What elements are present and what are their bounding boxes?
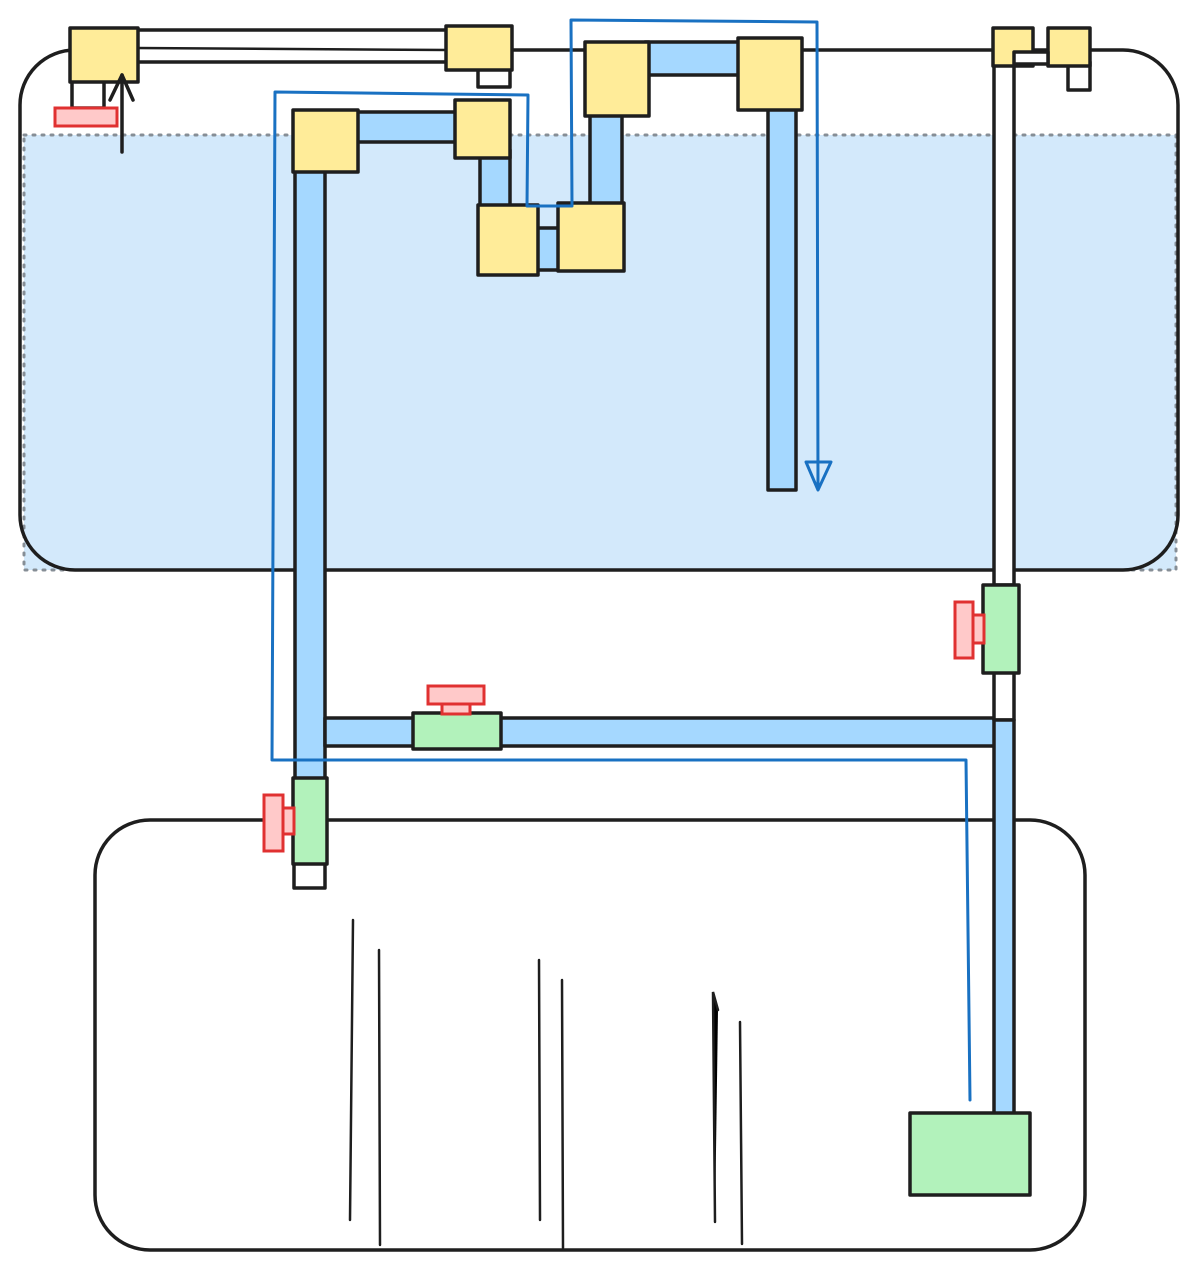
arrow-down-icon <box>804 460 833 492</box>
intake-fitting-left <box>68 26 140 84</box>
return-valve-handle[interactable] <box>953 600 975 660</box>
drain-valve-body[interactable] <box>291 776 329 866</box>
elbow-siphon-left-bottom <box>476 203 540 277</box>
manifold-valve-body[interactable] <box>411 711 503 751</box>
flow-line-main <box>270 18 972 1102</box>
sump-baffle-1 <box>348 918 355 1222</box>
elbow-siphon-right-bottom <box>556 201 626 273</box>
pump-icon[interactable] <box>908 1111 1032 1197</box>
drain-pipe-vertical <box>293 168 327 782</box>
manifold-valve-handle[interactable] <box>426 684 486 706</box>
sump-baffle-3 <box>537 958 542 1222</box>
intake-pipe-down <box>70 78 106 110</box>
elbow-outlet <box>736 36 804 112</box>
siphon-pipe-outlet <box>766 103 798 492</box>
intake-fitting-right <box>444 24 514 72</box>
sump-tank-outline <box>93 818 1087 1252</box>
siphon-pipe-top <box>643 40 747 77</box>
return-line <box>991 26 1092 1117</box>
return-fitting-right <box>1046 26 1092 68</box>
return-pipe-lower <box>992 718 1016 1117</box>
siphon-fittings <box>291 36 804 277</box>
sump-baffle-6 <box>738 1020 744 1246</box>
elbow-drain-top <box>291 108 360 174</box>
return-pipe-top <box>992 53 1016 587</box>
elbow-siphon-right-top <box>583 40 651 118</box>
drain-valve-handle[interactable] <box>262 793 285 853</box>
sump-baffle-5 <box>711 991 720 1224</box>
flow-path <box>270 18 972 1102</box>
valve-icon[interactable] <box>411 684 503 751</box>
elbow-siphon-left-top <box>453 98 512 160</box>
sump-baffle-2 <box>377 948 382 1247</box>
return-pipe-cross <box>1012 50 1050 66</box>
return-pipe-mid <box>992 670 1016 722</box>
intake-pipe-top <box>134 28 450 64</box>
intake-strainer <box>53 106 119 128</box>
intake-pipe-inner <box>134 46 450 52</box>
arrow-up-icon <box>108 73 135 154</box>
intake-line <box>53 24 514 154</box>
valve-icon[interactable] <box>262 776 329 866</box>
sump-baffle-4 <box>560 978 565 1250</box>
valve-icon[interactable] <box>953 583 1021 675</box>
siphon-pipe-up-right <box>588 108 624 207</box>
return-valve-body[interactable] <box>981 583 1021 675</box>
sump-tank <box>93 818 1087 1252</box>
